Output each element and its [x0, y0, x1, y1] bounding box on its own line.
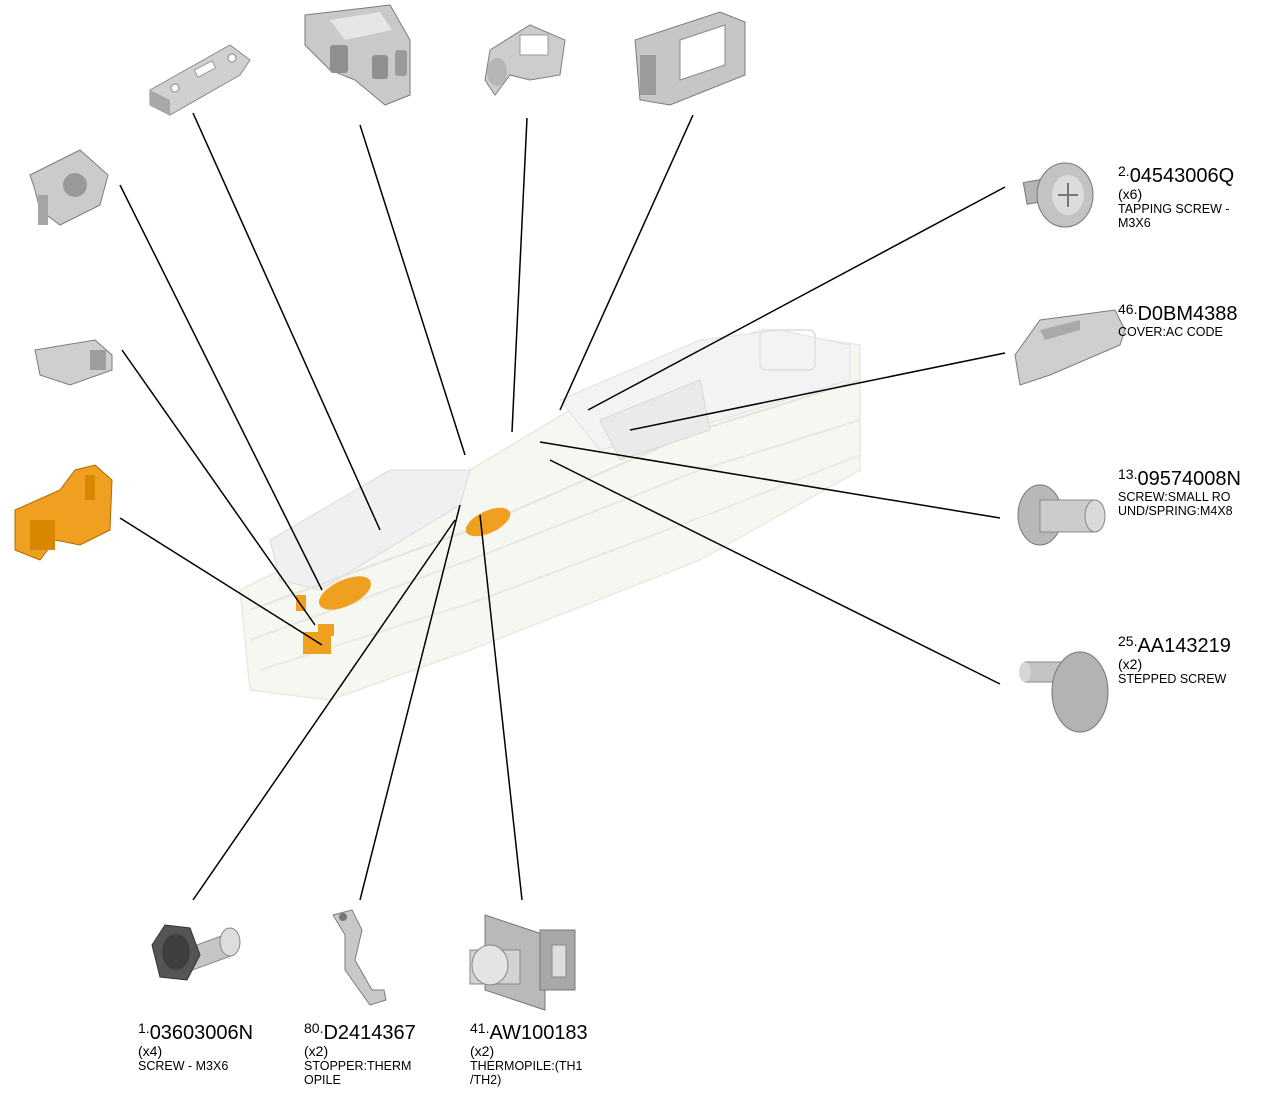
- spring-clip-part: [29, 149, 109, 226]
- tapping-screw-part: [1022, 162, 1094, 228]
- quantity: (x2): [1118, 656, 1143, 672]
- stopper-part: [332, 909, 387, 1006]
- callout-80: 80.D2414367 (x2) STOPPER:THERM OPILE: [304, 1017, 416, 1087]
- clamp-part: [484, 24, 566, 96]
- callout-index: 2.: [1118, 163, 1130, 179]
- part-number: 04543006Q: [1129, 165, 1235, 187]
- part-number: AA143219: [1137, 635, 1231, 657]
- part-number: 09574008N: [1137, 468, 1241, 490]
- main-assembly: [239, 329, 861, 701]
- frame-part: [634, 11, 746, 106]
- callout-index: 25.: [1118, 633, 1138, 649]
- callout-1: 1.03603006N (x4) SCREW - M3X6: [138, 1017, 253, 1073]
- ac-cord-cover-part: [1014, 309, 1126, 386]
- quantity: (x4): [138, 1043, 163, 1059]
- callout-index: 41.: [470, 1020, 490, 1036]
- callout-41: 41.AW100183 (x2) THERMOPILE:(TH1 /TH2): [470, 1017, 588, 1087]
- part-number: AW100183: [489, 1022, 588, 1044]
- quantity: (x2): [304, 1043, 329, 1059]
- description: STEPPED SCREW: [1118, 672, 1227, 686]
- quantity: (x6): [1118, 186, 1143, 202]
- part-number: D2414367: [323, 1022, 416, 1044]
- description: STOPPER:THERM OPILE: [304, 1059, 412, 1087]
- callout-index: 46.: [1118, 301, 1138, 317]
- callout-index: 13.: [1118, 466, 1138, 482]
- assembly-highlights: [296, 507, 511, 654]
- leader-lines: [119, 112, 1006, 901]
- callout-index: 80.: [304, 1020, 324, 1036]
- callout-2: 2.04543006Q (x6) TAPPING SCREW - M3X6: [1118, 160, 1234, 230]
- small-bracket-part: [34, 339, 113, 386]
- callout-46: 46.D0BM4388 COVER:AC CODE: [1118, 298, 1238, 339]
- description: SCREW:SMALL RO UND/SPRING:M4X8: [1118, 490, 1233, 518]
- orange-bracket-part: [14, 464, 113, 561]
- description: SCREW - M3X6: [138, 1059, 229, 1073]
- small-round-screw-part: [1017, 484, 1106, 546]
- callout-25: 25.AA143219 (x2) STEPPED SCREW: [1118, 630, 1231, 686]
- part-number: D0BM4388: [1137, 303, 1238, 325]
- quantity: (x2): [470, 1043, 495, 1059]
- stepped-screw-part: [1019, 651, 1109, 733]
- bracket-plate-part: [149, 44, 251, 116]
- callout-index: 1.: [138, 1020, 150, 1036]
- description: COVER:AC CODE: [1118, 325, 1223, 339]
- description: THERMOPILE:(TH1 /TH2): [470, 1059, 583, 1087]
- part-number: 03603006N: [149, 1022, 254, 1044]
- thermopile-part: [469, 914, 576, 1011]
- description: TAPPING SCREW - M3X6: [1118, 202, 1230, 230]
- callout-13: 13.09574008N SCREW:SMALL RO UND/SPRING:M…: [1118, 463, 1241, 518]
- hex-screw-part: [151, 924, 241, 981]
- thermopile-holder-part: [304, 4, 411, 106]
